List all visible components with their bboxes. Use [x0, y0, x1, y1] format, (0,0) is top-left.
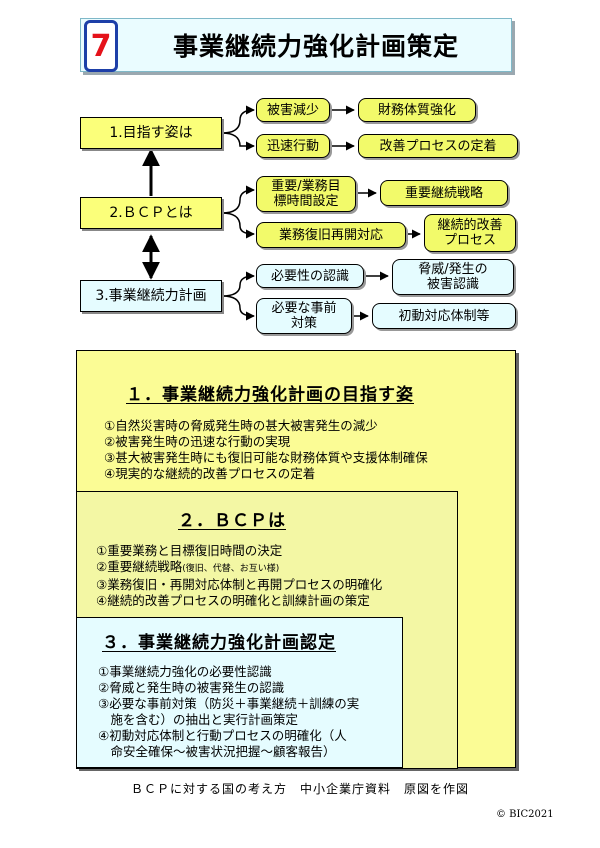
list-item: ④初動対応体制と行動プロセスの明確化（人 [98, 728, 347, 743]
copyright: © BIC2021 [496, 809, 554, 820]
branch-continuous-improvement: 継続的改善 プロセス [424, 214, 516, 252]
branch-finance-strengthen: 財務体質強化 [358, 98, 476, 122]
list-item-note: (復旧、代替、お互い様) [182, 564, 280, 574]
section-number-badge: 7 [84, 20, 118, 72]
branch-prior-measures: 必要な事前 対策 [256, 298, 352, 334]
title-banner [80, 18, 512, 72]
list-item: ③業務復旧・再開対応体制と再開プロセスの明確化 [96, 577, 383, 592]
branch-threat-recognition: 脅威/発生の 被害認識 [392, 259, 514, 295]
panel-goal-title: １．事業継続力強化計画の目指す姿 [126, 385, 414, 405]
page-title: 事業継続力強化計画策定 [172, 32, 459, 61]
branch-recovery-response: 業務復旧再開対応 [256, 222, 406, 248]
list-item: ②重要継続戦略(復旧、代替、お互い様) [96, 559, 280, 574]
branch-continuity-strategy: 重要継続戦略 [380, 180, 508, 206]
list-item: ①重要業務と目標復旧時間の決定 [96, 543, 283, 558]
node-plan: 3.事業継続力計画 [80, 280, 222, 312]
panel-goal-list: ①自然災害時の脅威発生時の甚大被害発生の減少 ②被害発生時の迅速な行動の実現 ③… [104, 418, 428, 482]
branch-initial-response: 初動対応体制等 [372, 303, 516, 329]
list-item: ①事業継続力強化の必要性認識 [98, 664, 272, 679]
panel-plan-certification [76, 617, 403, 768]
panel-bcp-list: ①重要業務と目標復旧時間の決定 ②重要継続戦略(復旧、代替、お互い様) ③業務復… [96, 543, 382, 609]
branch-improvement-process: 改善プロセスの定着 [358, 134, 518, 158]
list-item: ④現実的な継続的改善プロセスの定着 [104, 466, 316, 481]
list-item: ②被害発生時の迅速な行動の実現 [104, 434, 291, 449]
list-item: ①自然災害時の脅威発生時の甚大被害発生の減少 [104, 418, 378, 433]
branch-need-recognition: 必要性の認識 [256, 264, 364, 288]
list-item: 命安全確保～被害状況把握～顧客報告） [98, 744, 336, 759]
panel-plan-list: ①事業継続力強化の必要性認識 ②脅威と発生時の被害発生の認識 ③必要な事前対策（… [98, 664, 359, 760]
list-item: ③甚大被害発生時にも復旧可能な財務体質や支援体制確保 [104, 450, 428, 465]
node-bcp: 2.ＢＣＰとは [80, 197, 222, 229]
list-item: ④継続的改善プロセスの明確化と訓練計画の策定 [96, 593, 370, 608]
list-item: ②脅威と発生時の被害発生の認識 [98, 680, 285, 695]
list-item: ③必要な事前対策（防災＋事業継続＋訓練の実 [98, 696, 360, 711]
list-item: 施を含む）の抽出と実行計画策定 [98, 712, 299, 727]
panel-plan-title: ３．事業継続力強化計画認定 [102, 633, 336, 653]
flow-connectors [142, 105, 421, 321]
source-note: ＢＣＰに対する国の考え方 中小企業庁資料 原図を作図 [130, 782, 469, 796]
node-goal: 1.目指す姿は [80, 117, 222, 149]
branch-quick-action: 迅速行動 [256, 134, 330, 158]
branch-target-time: 重要/業務目 標時間設定 [256, 176, 356, 212]
branch-damage-reduction: 被害減少 [256, 98, 330, 122]
panel-bcp-title: ２．ＢＣＰは [178, 511, 286, 531]
